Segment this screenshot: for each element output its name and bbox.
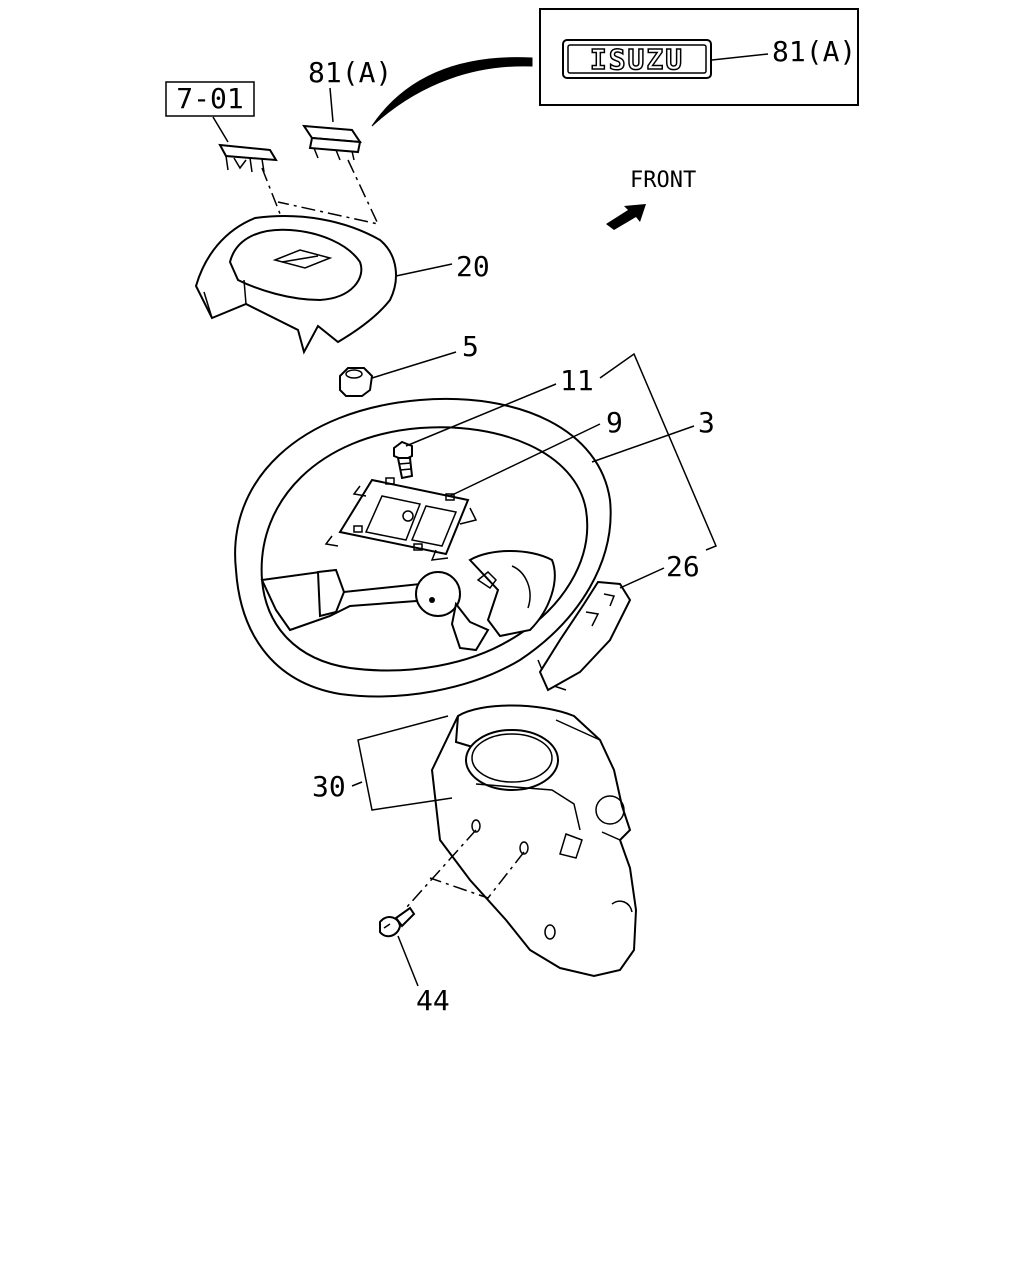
label-pad: 20 xyxy=(456,250,490,283)
front-arrow-icon xyxy=(606,204,646,230)
isuzu-logo: ISUZU xyxy=(590,43,684,76)
label-front: FRONT xyxy=(630,168,696,193)
label-badge-top: 81(A) xyxy=(308,56,392,89)
right-cover-part xyxy=(538,580,632,692)
nut-part xyxy=(339,367,374,397)
column-cover-part xyxy=(430,704,638,978)
ref-7-01-box xyxy=(165,81,255,117)
badge-pointer xyxy=(371,57,533,127)
bracket-part xyxy=(324,477,478,561)
label-bracket: 9 xyxy=(606,406,623,439)
label-cover-right: 26 xyxy=(666,550,700,583)
label-badge-inset: 81(A) xyxy=(772,35,856,68)
bolt-part xyxy=(393,440,414,480)
label-ref-7-01: 7-01 xyxy=(176,82,243,115)
label-screw: 44 xyxy=(416,984,450,1017)
label-column-cover: 30 xyxy=(312,770,346,803)
clip-part xyxy=(218,143,278,173)
badge-part xyxy=(302,124,362,161)
logo-inset: ISUZU 81(A) xyxy=(539,8,859,106)
screw-part xyxy=(379,906,416,938)
label-nut: 5 xyxy=(462,330,479,363)
label-bolt: 11 xyxy=(560,364,594,397)
horn-pad-part xyxy=(194,215,397,355)
label-wheel: 3 xyxy=(698,406,715,439)
